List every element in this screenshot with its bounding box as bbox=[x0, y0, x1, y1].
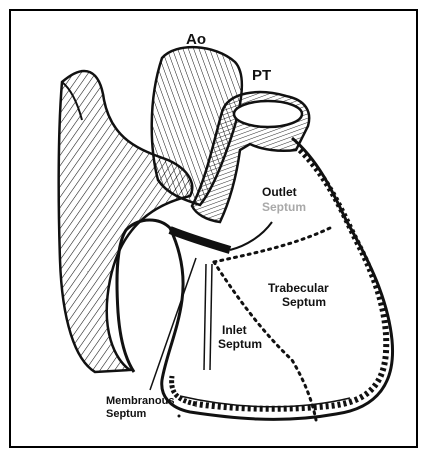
trabecular-septum-label: Septum bbox=[282, 295, 326, 309]
trabecular-label: Trabecular bbox=[268, 281, 329, 295]
membranous-pointer bbox=[150, 258, 196, 390]
pt-label: PT bbox=[252, 67, 271, 84]
ao-label: Ao bbox=[186, 31, 206, 48]
inlet-label: Inlet bbox=[222, 323, 247, 337]
septum-boundary-dots bbox=[214, 228, 330, 262]
membranous-septum-label: Septum bbox=[106, 408, 147, 420]
inlet-septum-label: Septum bbox=[218, 337, 262, 351]
outlet-septum-label: Septum bbox=[262, 200, 306, 214]
outlet-label: Outlet bbox=[262, 185, 297, 199]
membranous-label: Membranous bbox=[106, 395, 174, 407]
